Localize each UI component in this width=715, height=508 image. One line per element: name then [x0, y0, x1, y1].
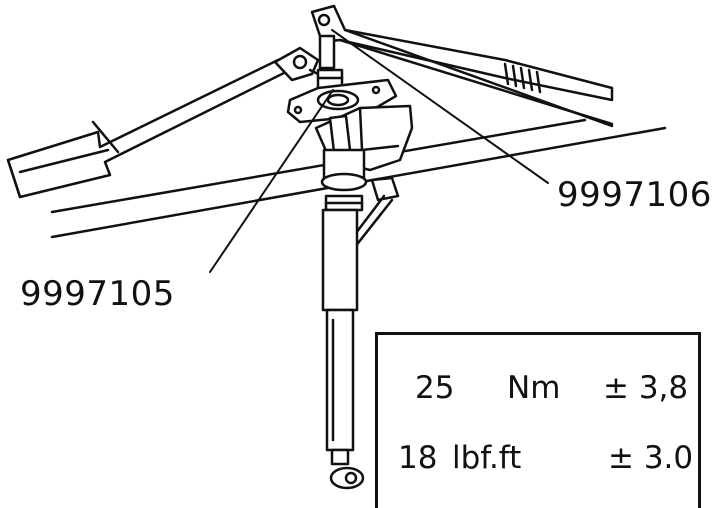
shock-absorber	[321, 194, 365, 490]
torque-imperial-unit: lbf.ft	[452, 440, 522, 476]
callout-leader-lines	[209, 29, 549, 273]
torque-metric-value: 25	[415, 370, 455, 406]
part-number-9997106-label: 9997106	[557, 175, 712, 215]
bench-vise	[314, 104, 414, 271]
torque-imperial-tolerance: ± 3.0	[608, 440, 694, 476]
torque-imperial-value: 18	[398, 440, 438, 476]
torque-metric-unit: Nm	[507, 370, 561, 406]
part-number-9997105-label: 9997105	[20, 274, 175, 314]
torque-wrench-left	[6, 46, 328, 199]
torque-spec-box: 25 Nm ± 3,8 18 lbf.ft ± 3.0	[375, 332, 701, 508]
torque-metric-tolerance: ± 3,8	[603, 370, 689, 406]
